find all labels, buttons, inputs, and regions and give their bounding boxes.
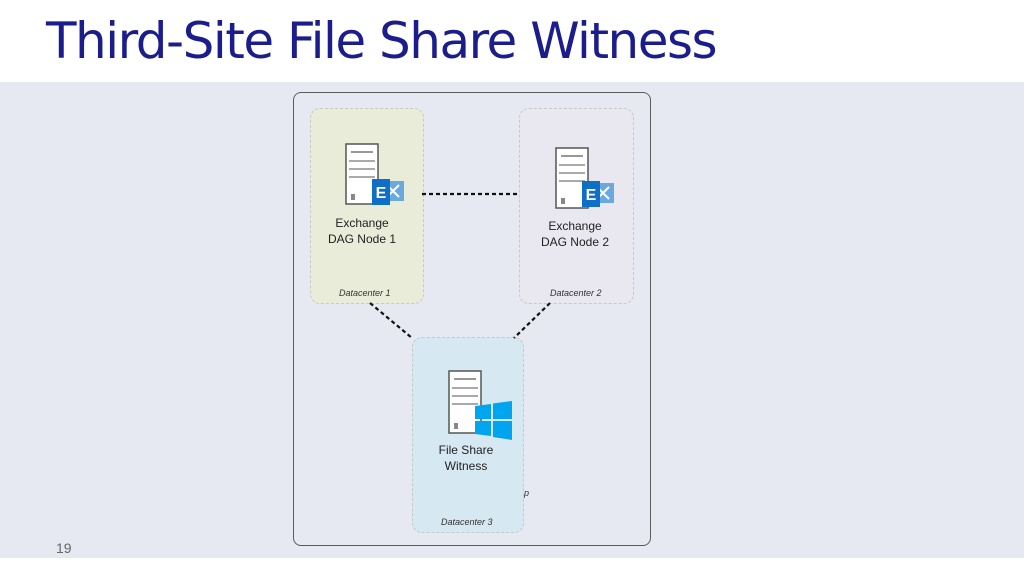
svg-text:E: E	[376, 185, 387, 202]
dag-node-2-label-line2: DAG Node 2	[540, 235, 610, 249]
connector-dc1-witness	[369, 302, 413, 339]
page-number: 19	[56, 540, 72, 556]
datacenter-1-zone	[310, 108, 424, 304]
dag-boundary	[293, 92, 651, 546]
datacenter-1-label: Datacenter 1	[339, 288, 391, 298]
datacenter-3-label: Datacenter 3	[441, 517, 493, 527]
slide-title: Third-Site File Share Witness	[46, 12, 718, 70]
file-share-witness-label: File Share Witness	[424, 442, 508, 474]
dag-node-1-label-line1: Exchange	[335, 216, 389, 230]
exchange-logo-icon: E	[582, 181, 614, 207]
exchange-logo-icon: E	[372, 179, 404, 205]
stray-label-fragment: p	[524, 488, 530, 498]
svg-text:E: E	[586, 187, 597, 204]
file-share-witness-label-line1: File Share	[438, 443, 494, 457]
file-share-witness-label-line2: Witness	[444, 459, 488, 473]
dag-node-1-label: Exchange DAG Node 1	[320, 215, 404, 247]
server-icon	[555, 147, 589, 209]
datacenter-2-label: Datacenter 2	[550, 288, 602, 298]
windows-logo-icon	[475, 401, 512, 440]
connector-dc2-witness	[513, 302, 551, 339]
dag-node-2-label-line1: Exchange	[548, 219, 602, 233]
dag-node-2-label: Exchange DAG Node 2	[533, 218, 617, 250]
dag-node-1-label-line2: DAG Node 1	[327, 232, 397, 246]
